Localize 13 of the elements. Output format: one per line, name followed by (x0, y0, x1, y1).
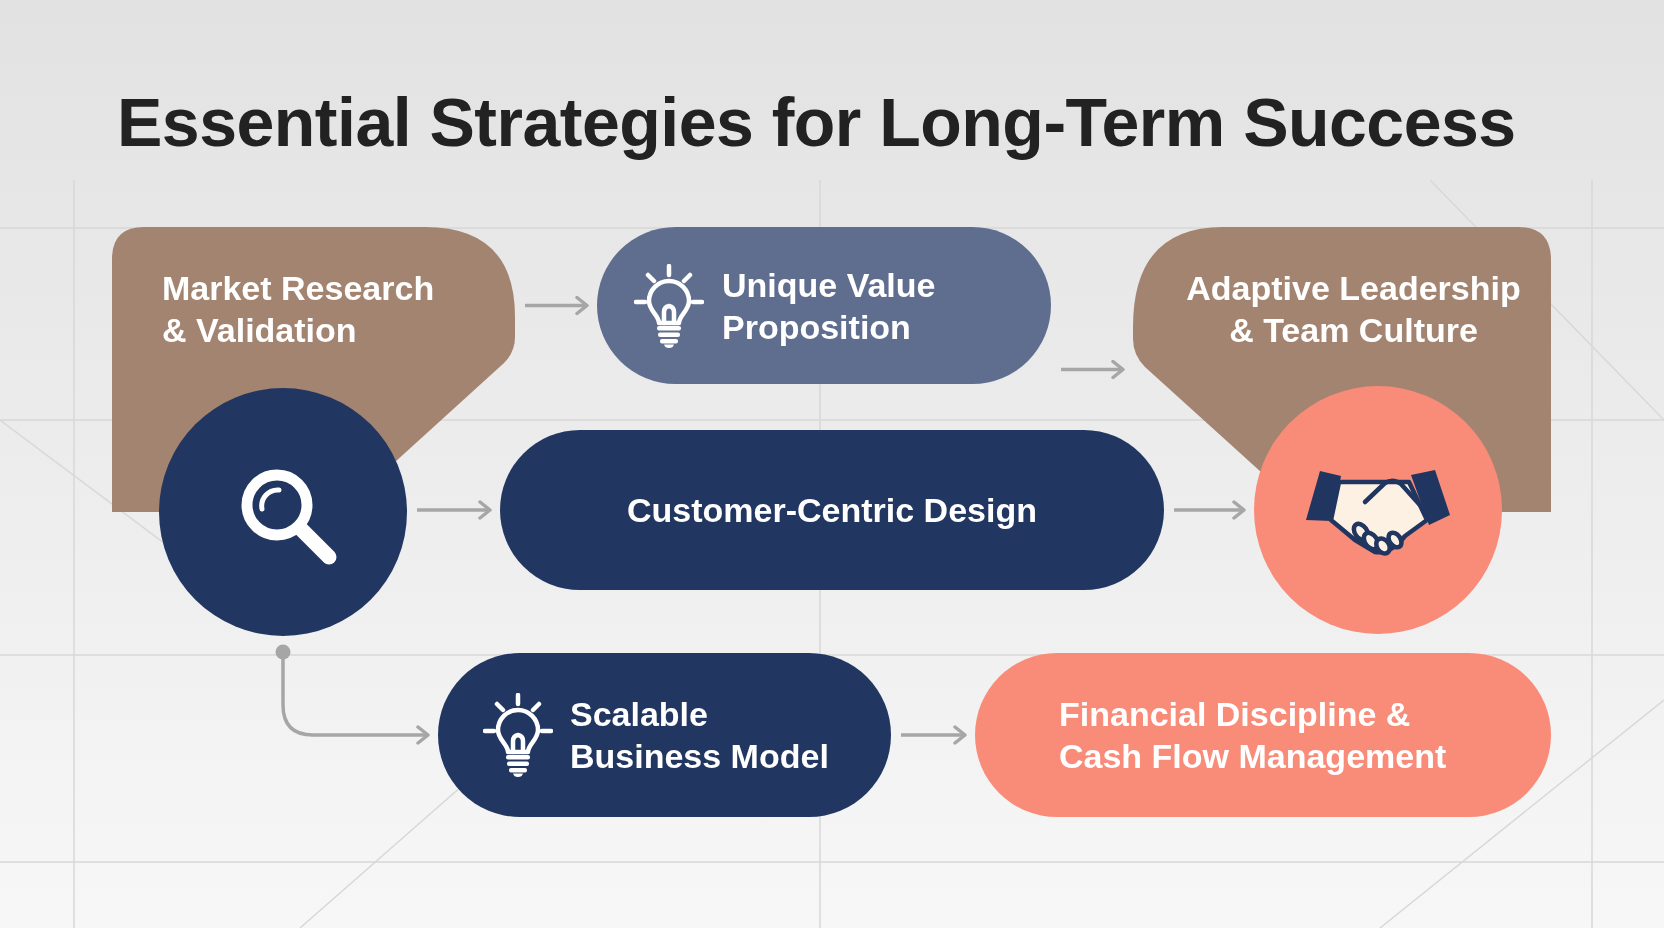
arrow (1174, 500, 1246, 520)
node-label: Financial Discipline & Cash Flow Management (1059, 694, 1448, 777)
node-label: Market Research & Validation (162, 268, 436, 351)
node-label: Scalable Business Model (570, 694, 830, 777)
arrow (525, 295, 589, 316)
arrow (275, 644, 430, 745)
node-label: Unique Value Proposition (722, 264, 937, 348)
arrow (901, 725, 967, 745)
title: Essential Strategies for Long-Term Success (117, 83, 1516, 162)
arrow (1061, 359, 1125, 380)
node-label: Adaptive Leadership & Team Culture (1185, 268, 1522, 351)
node-label: Customer-Centric Design (627, 490, 1037, 531)
arrow (417, 500, 492, 520)
